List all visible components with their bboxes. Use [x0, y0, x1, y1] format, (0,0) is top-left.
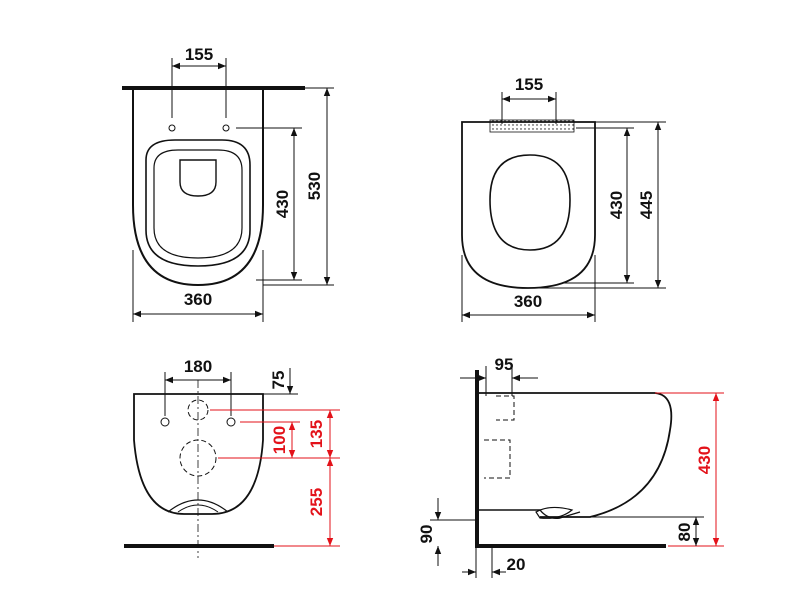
dim-100-label: 100	[270, 426, 289, 454]
dim-75-label: 75	[269, 371, 288, 390]
dim-155-label: 155	[185, 45, 213, 64]
bowl-rear-outline	[133, 393, 264, 515]
dim-445-label: 445	[637, 191, 656, 219]
seat-opening	[489, 154, 571, 251]
dim-80-label: 80	[675, 523, 694, 542]
outlet-curve	[167, 499, 229, 513]
dim-155-label: 155	[515, 75, 543, 94]
fixing-hole-left	[168, 124, 176, 132]
dim-90-label: 90	[417, 525, 436, 544]
seat-outline	[145, 139, 251, 267]
view-bottom-left: 180 75 100 135 255	[124, 357, 340, 558]
fixing-hole-right	[226, 417, 236, 427]
seat-inner	[153, 149, 243, 259]
fixing-hole-right	[222, 124, 230, 132]
dim-180-label: 180	[184, 357, 212, 376]
dim-430-label: 430	[695, 446, 714, 474]
dim-360-label: 360	[184, 290, 212, 309]
dim-360-label: 360	[514, 292, 542, 311]
fixing-hole-left	[160, 417, 170, 427]
hinge-area	[489, 119, 575, 133]
view-top-left: 155 360 430 530	[122, 45, 334, 322]
seat-lid-notch	[179, 159, 217, 197]
supply-hole	[187, 399, 209, 421]
dim-430-label: 430	[273, 190, 292, 218]
hidden-drain	[484, 439, 511, 479]
drain-hole	[179, 439, 217, 477]
seat-outline	[461, 121, 596, 289]
view-bottom-right: 95 430 90 80 20	[417, 355, 724, 578]
bowl-outline	[132, 90, 264, 287]
dim-255-label: 255	[307, 488, 326, 516]
view-top-right: 155 360 430 445	[461, 75, 666, 322]
dim-530-label: 530	[305, 172, 324, 200]
hidden-fixing	[496, 395, 515, 421]
dim-20-label: 20	[507, 555, 526, 574]
bowl-side-outline	[479, 392, 673, 518]
dim-135-label: 135	[307, 420, 326, 448]
dim-95-label: 95	[495, 355, 514, 374]
dim-430-label: 430	[607, 191, 626, 219]
